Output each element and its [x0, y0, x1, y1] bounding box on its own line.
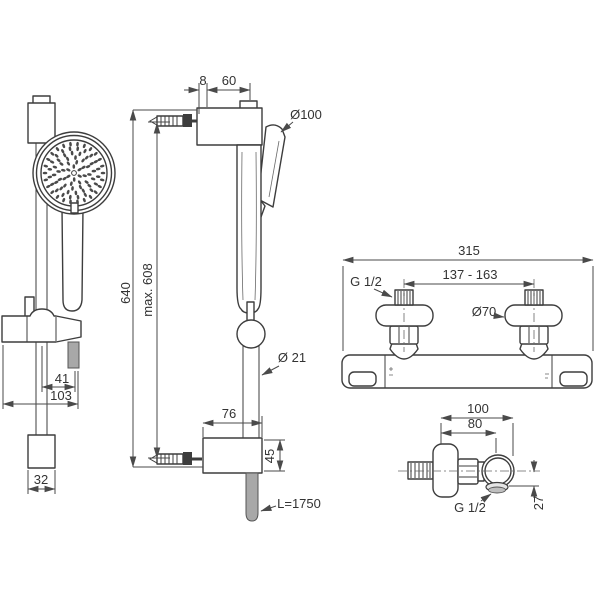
dim-41: 41 — [55, 371, 69, 386]
spray-selector-pin — [70, 202, 79, 214]
handshower-handle-front — [61, 207, 84, 312]
dim-27: 27 — [531, 496, 546, 510]
dim-45: 45 — [262, 449, 277, 463]
rail-front-view: 41 103 32 — [1, 95, 116, 494]
mixer-front-view: 315 137 - 163 G 1/2 Ø70 — [341, 243, 594, 389]
side-hex-nut — [457, 458, 479, 485]
outlet-ring — [488, 486, 506, 494]
nozzle-center — [71, 170, 77, 176]
dim-100: 100 — [467, 401, 489, 416]
label-outlet-thread: G 1/2 — [454, 500, 486, 515]
lower-wall-bracket-side — [202, 437, 263, 474]
side-thread — [407, 461, 434, 480]
label-rail-diameter: Ø 21 — [278, 350, 306, 365]
nozzle-dots — [42, 141, 106, 205]
shower-hose — [245, 472, 259, 522]
slider-body — [1, 308, 82, 343]
lower-wall-bracket-front — [27, 434, 56, 469]
hot-cold-marks — [389, 367, 549, 379]
dim-8: 8 — [199, 73, 206, 88]
dim-137-163: 137 - 163 — [443, 267, 498, 282]
dim-640: 640 — [118, 282, 133, 304]
label-thread-g12: G 1/2 — [350, 274, 382, 289]
label-hose-length: L=1750 — [277, 496, 321, 511]
dim-max-608: max. 608 — [140, 263, 155, 316]
dim-32: 32 — [34, 472, 48, 487]
mixer-body — [341, 354, 593, 389]
wall-plug-bottom — [148, 452, 202, 465]
dim-315: 315 — [458, 243, 480, 258]
dim-103: 103 — [50, 388, 72, 403]
label-escutcheon-diameter: Ø70 — [472, 304, 497, 319]
left-escutcheon — [375, 304, 434, 327]
dim-60: 60 — [222, 73, 236, 88]
mixer-side-view: 100 80 G 1/2 27 — [398, 401, 546, 515]
flow-handle-grip — [559, 371, 588, 387]
upper-wall-bracket-side — [196, 107, 263, 146]
dim-76: 76 — [222, 406, 236, 421]
upper-wall-bracket-front — [27, 102, 56, 144]
slider-ball-knob — [236, 319, 266, 349]
side-escutcheon — [432, 443, 459, 498]
temperature-handle-grip — [348, 371, 377, 387]
label-head-diameter: Ø100 — [290, 107, 322, 122]
dim-80: 80 — [468, 416, 482, 431]
rail-side-view: 8 60 Ø100 640 max. 608 Ø 21 76 45 L=1750 — [118, 73, 322, 522]
hose-nut-gray — [67, 341, 80, 369]
handshower-handle-side — [236, 144, 262, 314]
showerhead-outer-rim — [32, 131, 116, 215]
right-escutcheon — [504, 304, 563, 327]
